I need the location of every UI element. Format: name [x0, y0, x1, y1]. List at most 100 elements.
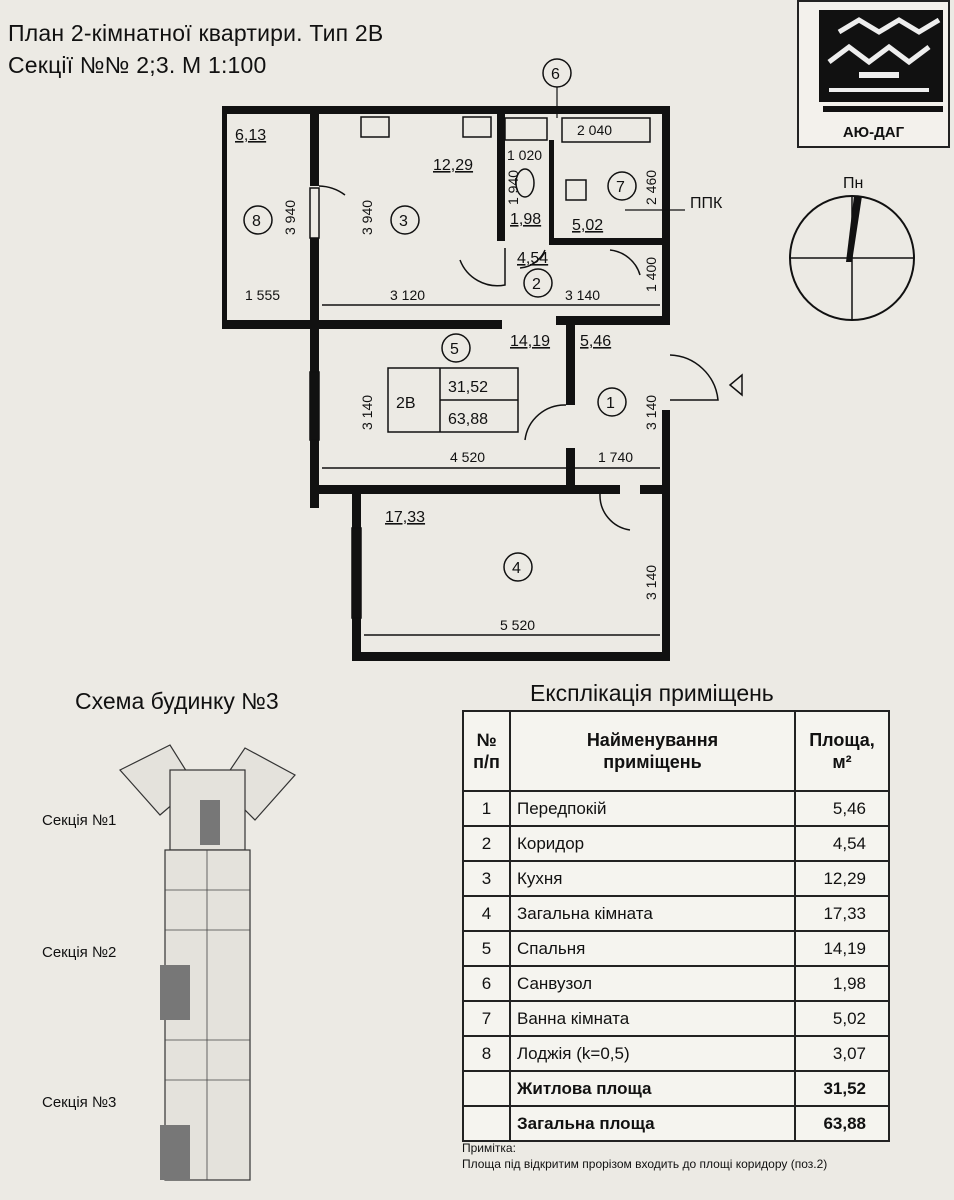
row-area: 17,33 [794, 895, 890, 932]
riser-label: ППК [690, 195, 723, 212]
explication-title: Експлікація приміщень [530, 680, 774, 706]
dim-1740: 1 740 [598, 449, 633, 465]
row-area: 5,02 [794, 1000, 890, 1037]
row-name: Передпокій [509, 790, 796, 827]
room-area-5: 14,19 [510, 333, 550, 350]
dim-1555: 1 555 [245, 287, 280, 303]
room-area-2: 4,54 [517, 250, 548, 267]
header-area: Площа, м² [794, 710, 890, 792]
row-no: 5 [462, 930, 511, 967]
room-number-1: 1 [606, 395, 615, 412]
row-name: Кухня [509, 860, 796, 897]
row-area: 3,07 [794, 1035, 890, 1072]
dim-3140-b: 3 140 [643, 395, 659, 430]
header-name: Найменування приміщень [509, 710, 796, 792]
dim-5520: 5 520 [500, 617, 535, 633]
dim-3120: 3 120 [390, 287, 425, 303]
row-area: 5,46 [794, 790, 890, 827]
room-area-4: 17,33 [385, 509, 425, 526]
row-name: Коридор [509, 825, 796, 862]
apartment-type: 2В [396, 395, 416, 412]
room-number-8: 8 [252, 213, 261, 230]
room-area-1: 5,46 [580, 333, 611, 350]
row-name: Загальна кімната [509, 895, 796, 932]
explication-table: № п/п Найменування приміщень Площа, м² 1… [462, 710, 890, 1142]
plan-title: План 2-кімнатної квартири. Тип 2В [8, 20, 384, 46]
row-no: 1 [462, 790, 511, 827]
dim-3140-c: 3 140 [359, 395, 375, 430]
section-label-1: Секція №1 [42, 812, 117, 829]
row-name: Спальня [509, 930, 796, 967]
total-name: Загальна площа [509, 1105, 796, 1142]
ornament-logo-icon [819, 10, 943, 112]
total-area: 63,88 [794, 1105, 890, 1142]
row-no: 8 [462, 1035, 511, 1072]
row-no: 4 [462, 895, 511, 932]
row-area: 12,29 [794, 860, 890, 897]
walls [222, 106, 670, 661]
compass-icon [789, 195, 915, 321]
total-area: 31,52 [794, 1070, 890, 1107]
plan-subtitle: Секції №№ 2;3. М 1:100 [8, 52, 267, 78]
room-number-3: 3 [399, 213, 408, 230]
section-label-3: Секція №3 [42, 1094, 117, 1111]
row-no: 6 [462, 965, 511, 1002]
note-label: Примітка: [462, 1141, 516, 1155]
room-area-6: 1,98 [510, 211, 541, 228]
dim-3940-a: 3 940 [282, 200, 298, 235]
room-number-5: 5 [450, 341, 459, 358]
section-label-2: Секція №2 [42, 944, 117, 961]
building-scheme [119, 744, 296, 1181]
dim-1400: 1 400 [643, 257, 659, 292]
room-number-7: 7 [616, 179, 625, 196]
dim-2040: 2 040 [577, 122, 612, 138]
dim-2460: 2 460 [643, 170, 659, 205]
floor-plan: 2В 31,52 63,88 8 3 2 5 1 4 6 7 6,13 12,2… [222, 58, 915, 661]
doors [318, 185, 743, 531]
dim-3940-b: 3 940 [359, 200, 375, 235]
apartment-label [387, 367, 519, 433]
room-number-2: 2 [532, 276, 541, 293]
dim-4520: 4 520 [450, 449, 485, 465]
dim-1940: 1 940 [505, 170, 521, 205]
row-name: Лоджія (k=0,5) [509, 1035, 796, 1072]
row-name: Санвузол [509, 965, 796, 1002]
room-area-3: 12,29 [433, 157, 473, 174]
room-number-6: 6 [551, 66, 560, 83]
scheme-title: Схема будинку №3 [75, 688, 279, 714]
header-no: № п/п [462, 710, 511, 792]
dim-3140-d: 3 140 [643, 565, 659, 600]
total-name: Житлова площа [509, 1070, 796, 1107]
row-no: 2 [462, 825, 511, 862]
room-area-8: 6,13 [235, 127, 266, 144]
note-text: Площа під відкритим прорізом входить до … [462, 1157, 828, 1171]
apartment-total-area: 63,88 [448, 411, 488, 428]
dim-1020: 1 020 [507, 147, 542, 163]
row-no: 3 [462, 860, 511, 897]
apartment-living-area: 31,52 [448, 379, 488, 396]
row-no: 7 [462, 1000, 511, 1037]
row-area: 1,98 [794, 965, 890, 1002]
table-header-row: № п/п Найменування приміщень Площа, м² [462, 710, 890, 792]
row-area: 4,54 [794, 825, 890, 862]
fixtures [322, 116, 660, 636]
row-name: Ванна кімната [509, 1000, 796, 1037]
logo-text: АЮ-ДАГ [842, 124, 905, 141]
compass-north-label: Пн [843, 175, 863, 192]
dim-3140-a: 3 140 [565, 287, 600, 303]
room-area-7: 5,02 [572, 217, 603, 234]
row-area: 14,19 [794, 930, 890, 967]
company-logo: АЮ-ДАГ [797, 0, 950, 148]
windows [309, 187, 362, 619]
room-number-4: 4 [512, 560, 521, 577]
